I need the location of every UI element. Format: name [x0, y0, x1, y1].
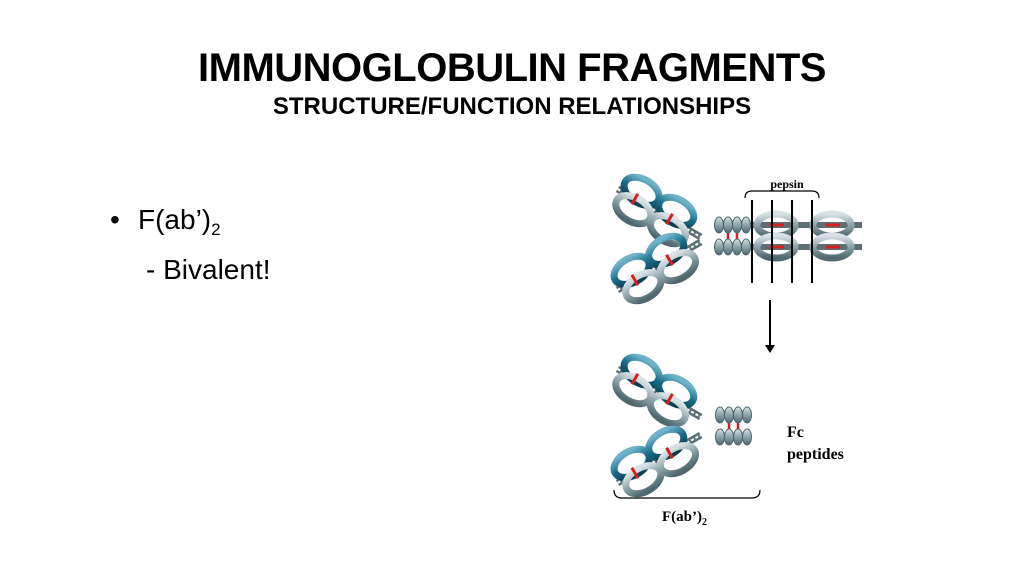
fc-peptides-label-line1: Fc	[787, 424, 804, 441]
digestion-arrow	[765, 300, 775, 353]
pepsin-bracket	[744, 190, 820, 199]
bullet-marker: •	[110, 204, 120, 235]
fab-arm-lower	[607, 416, 712, 502]
fab2-bracket	[613, 489, 761, 499]
slide-title: IMMUNOGLOBULIN FRAGMENTS	[198, 46, 826, 90]
fab-arm-upper	[607, 350, 712, 436]
fc-peptides-label-line2: peptides	[787, 446, 844, 463]
bullet-text: F(ab’)	[138, 204, 212, 235]
bullet-subscript: 2	[211, 220, 221, 239]
fab2-fragment: F(ab’)2	[607, 350, 761, 528]
bullet-fab2: • F(ab’)2	[110, 203, 221, 247]
pepsin-cut-lines	[751, 200, 813, 283]
fab2-subscript: 2	[702, 517, 707, 528]
slide-subtitle: STRUCTURE/FUNCTION RELATIONSHIPS	[272, 93, 752, 120]
hinge-region	[713, 215, 752, 257]
fc-region	[750, 210, 862, 262]
intact-antibody: pepsin	[607, 170, 862, 309]
fab2-label: F(ab’)2	[662, 509, 707, 528]
pepsin-label: pepsin	[770, 177, 804, 191]
sub-bullet-bivalent: - Bivalent!	[146, 254, 271, 285]
hinge-region	[714, 405, 753, 447]
